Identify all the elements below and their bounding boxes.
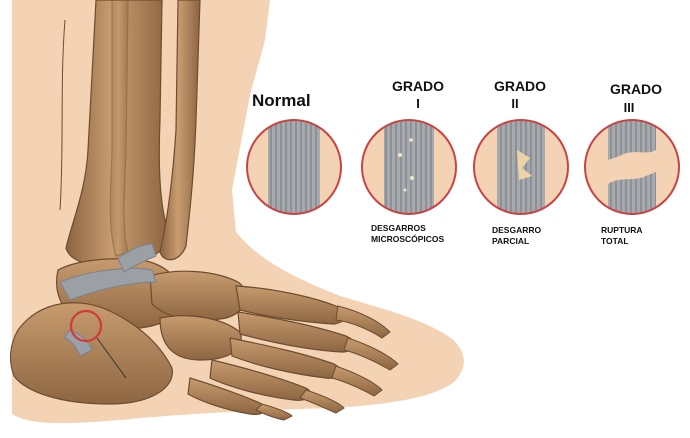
- grade3-caption: RUPTURA TOTAL: [601, 225, 643, 247]
- grade2-caption-line1: DESGARRO: [492, 225, 542, 235]
- injury-highlight-circle: [69, 309, 103, 343]
- grade2-ligament-circle: [473, 119, 569, 215]
- grade3-title: GRADO: [609, 81, 663, 97]
- grade3-number: III: [623, 100, 635, 115]
- grade3-caption-line1: RUPTURA: [601, 225, 643, 235]
- grade1-ligament-circle: [361, 119, 457, 215]
- ankle-ligaments: [59, 243, 157, 357]
- grade1-caption-line1: DESGARROS: [371, 223, 426, 233]
- grade1-title: GRADO: [391, 78, 445, 94]
- grade2-title: GRADO: [493, 78, 547, 94]
- grade1-caption: DESGARROS MICROSCÓPICOS: [371, 223, 444, 245]
- grade3-ligament-circle: [584, 119, 680, 215]
- pointer-line: [96, 337, 127, 379]
- grade2-number: II: [511, 96, 519, 111]
- normal-label: Normal: [252, 91, 311, 110]
- grade2-caption: DESGARRO PARCIAL: [492, 225, 541, 247]
- grade1-caption-line2: MICROSCÓPICOS: [371, 234, 445, 244]
- grade2-caption-line2: PARCIAL: [492, 236, 530, 246]
- grade1-number: I: [416, 96, 420, 111]
- grade3-caption-line2: TOTAL: [601, 236, 629, 246]
- leg-bones: [59, 0, 201, 267]
- normal-ligament-circle: [246, 119, 342, 215]
